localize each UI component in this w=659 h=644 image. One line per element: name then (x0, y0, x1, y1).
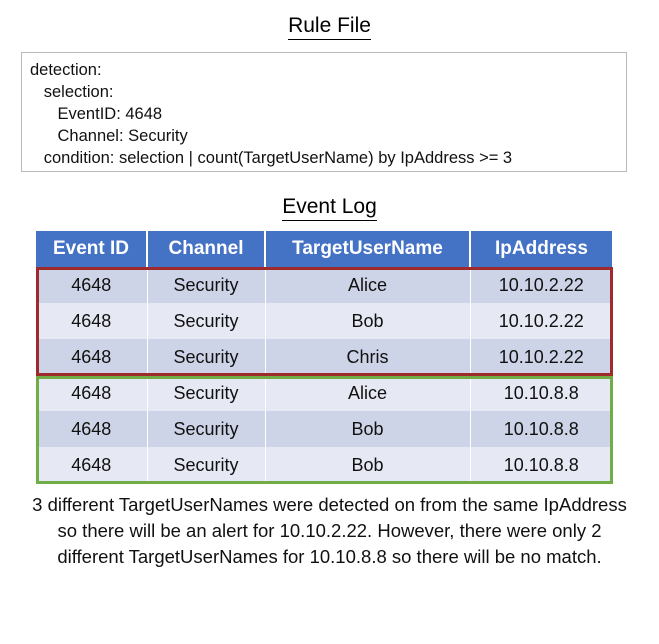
cell-event-id: 4648 (36, 267, 148, 303)
cell-target-user-name: Chris (264, 339, 471, 375)
cell-event-id: 4648 (36, 411, 148, 447)
cell-channel: Security (146, 447, 266, 483)
cell-target-user-name: Bob (264, 447, 471, 483)
rule-line-detection: detection: (30, 61, 102, 79)
event-log-title-text: Event Log (282, 195, 377, 221)
cell-event-id: 4648 (36, 375, 148, 411)
table-row: 4648 Security Bob 10.10.2.22 (36, 303, 612, 339)
rule-file-title-text: Rule File (288, 14, 371, 40)
table-row: 4648 Security Chris 10.10.2.22 (36, 339, 612, 375)
cell-ip-address: 10.10.8.8 (469, 411, 612, 447)
table-row: 4648 Security Alice 10.10.2.22 (36, 267, 612, 303)
column-header-ip-address: IpAddress (469, 231, 612, 267)
table-row: 4648 Security Bob 10.10.8.8 (36, 447, 612, 483)
rule-file-box: detection: selection: EventID: 4648 Chan… (21, 52, 627, 172)
cell-ip-address: 10.10.8.8 (469, 375, 612, 411)
cell-event-id: 4648 (36, 339, 148, 375)
cell-channel: Security (146, 303, 266, 339)
rule-line-eventid: EventID: 4648 (30, 105, 163, 123)
cell-event-id: 4648 (36, 303, 148, 339)
cell-ip-address: 10.10.2.22 (469, 303, 612, 339)
cell-target-user-name: Alice (264, 267, 471, 303)
cell-channel: Security (146, 411, 266, 447)
rule-line-channel: Channel: Security (30, 127, 188, 145)
column-header-channel: Channel (146, 231, 266, 267)
rule-line-condition: condition: selection | count(TargetUserN… (30, 149, 513, 167)
column-header-event-id: Event ID (36, 231, 148, 267)
rule-line-selection: selection: (30, 83, 114, 101)
column-header-target-user-name: TargetUserName (264, 231, 471, 267)
cell-ip-address: 10.10.2.22 (469, 339, 612, 375)
cell-target-user-name: Bob (264, 411, 471, 447)
cell-channel: Security (146, 339, 266, 375)
cell-target-user-name: Bob (264, 303, 471, 339)
rule-file-title: Rule File (0, 14, 659, 40)
table-row: 4648 Security Alice 10.10.8.8 (36, 375, 612, 411)
table-row: 4648 Security Bob 10.10.8.8 (36, 411, 612, 447)
cell-channel: Security (146, 375, 266, 411)
cell-target-user-name: Alice (264, 375, 471, 411)
event-log-table: Event ID Channel TargetUserName IpAddres… (36, 231, 612, 483)
table-header-row: Event ID Channel TargetUserName IpAddres… (36, 231, 612, 267)
cell-ip-address: 10.10.2.22 (469, 267, 612, 303)
event-log-title: Event Log (0, 195, 659, 221)
explanation-caption: 3 different TargetUserNames were detecte… (32, 494, 627, 567)
cell-channel: Security (146, 267, 266, 303)
cell-event-id: 4648 (36, 447, 148, 483)
cell-ip-address: 10.10.8.8 (469, 447, 612, 483)
